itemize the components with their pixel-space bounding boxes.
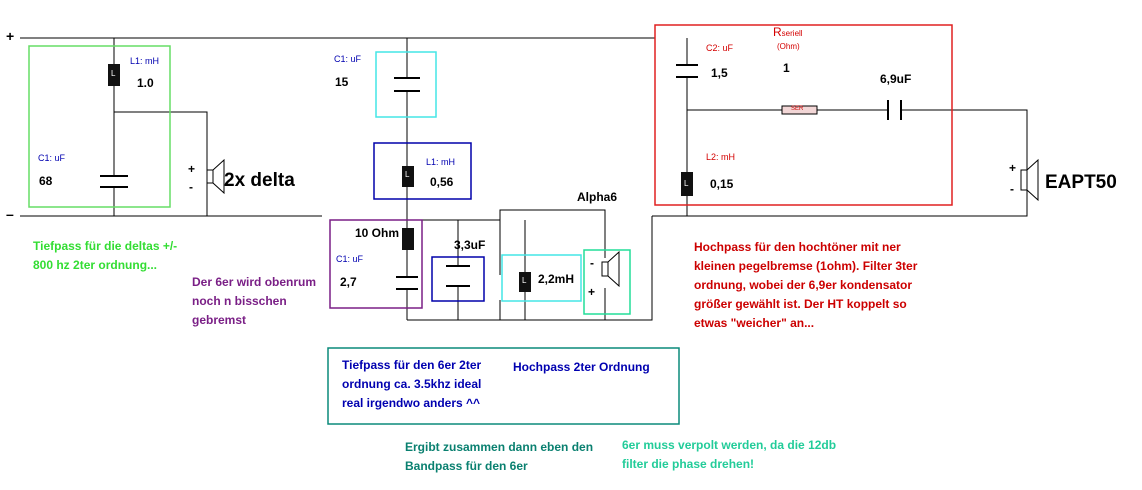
midrange-parallel-wire — [457, 220, 526, 320]
delta-speaker-icon — [206, 158, 225, 195]
midrange-inductor-label: L1: mH — [426, 157, 456, 167]
midrange-inductor-icon — [402, 166, 414, 187]
positive-terminal-label: + — [6, 28, 15, 44]
tweeter-section-box — [654, 24, 953, 206]
tweeter-inductor-symbol: L — [684, 179, 689, 188]
delta-speaker-plus: + — [188, 162, 196, 176]
midrange-brake-note: Der 6er wird obenrum noch n bisschen geb… — [192, 275, 317, 327]
tweeter-series-capacitor-label: 6,9uF — [880, 72, 912, 86]
tweeter-capacitor-label: C2: uF — [706, 43, 734, 53]
bandpass-note: Ergibt zusammen dann eben den Bandpass f… — [405, 440, 594, 473]
lowpass-section-box — [28, 45, 171, 208]
delta-speaker-minus: - — [189, 180, 193, 194]
lowpass-inductor-value: 1.0 — [137, 76, 154, 90]
tweeter-inductor-label: L2: mH — [706, 152, 736, 162]
alpha6-speaker-minus: - — [590, 256, 594, 270]
lowpass-capacitor-value: 68 — [39, 174, 53, 188]
midrange-highpass-note: Hochpass 2ter Ordnung — [513, 360, 650, 374]
midrange-parallel-capacitor-label: 3,3uF — [454, 238, 486, 252]
midrange-parallel-inductor-box — [501, 254, 582, 302]
alpha6-speaker-icon — [601, 250, 620, 288]
midrange-capacitor-icon — [394, 77, 420, 92]
tweeter-resistor-prefix: R — [773, 25, 782, 39]
eapt50-speaker-minus: - — [1010, 182, 1014, 196]
tweeter-resistor-icon — [781, 105, 818, 115]
eapt50-speaker-label: EAPT50 — [1045, 172, 1117, 193]
alpha6-speaker-label: Alpha6 — [577, 190, 618, 204]
midrange-parallel-capacitor-icon — [446, 265, 470, 287]
notes-box — [327, 347, 680, 425]
eapt50-speaker-icon — [1020, 158, 1039, 202]
midrange-resistor-label: 10 Ohm — [355, 226, 400, 240]
lowpass-capacitor-label: C1: uF — [38, 153, 66, 163]
tweeter-resistor-suffix: seriell — [781, 29, 803, 38]
lowpass-inductor-symbol: L — [111, 69, 116, 78]
midrange-parallel-inductor-symbol: L — [522, 276, 527, 285]
midrange-inductor-symbol: L — [405, 170, 410, 179]
midrange-capacitor-value: 15 — [335, 75, 349, 89]
midrange-inductor-box — [373, 142, 472, 200]
lowpass-inductor-wire — [113, 38, 208, 216]
lowpass-inductor-label: L1: mH — [130, 56, 160, 66]
midrange-speaker-box — [583, 249, 631, 315]
midrange-parallel-inductor-icon — [519, 272, 531, 292]
midrange-ground-wire — [407, 216, 653, 321]
delta-speaker-label: 2x delta — [224, 170, 295, 191]
tweeter-resistor-unit: (Ohm) — [777, 42, 800, 51]
midrange-inductor-value: 0,56 — [430, 175, 454, 189]
eapt50-speaker-plus: + — [1009, 161, 1017, 175]
lowpass-capacitor-icon — [100, 175, 128, 188]
midrange-resistor-box — [329, 219, 423, 309]
midrange-parallel-cap-box — [431, 256, 485, 302]
tweeter-inductor-icon — [681, 172, 693, 196]
midrange-output-wire — [407, 209, 606, 321]
alpha6-speaker-plus: + — [588, 285, 596, 299]
midrange-capacitor-label: C1: uF — [334, 54, 362, 64]
midrange-cap-box — [375, 51, 437, 118]
tweeter-resistor-value: 1 — [783, 61, 790, 75]
tweeter-resistor-symbol: SER — [791, 106, 804, 112]
polarity-note: 6er muss verpolt werden, da die 12db fil… — [622, 438, 837, 471]
midrange-resistor-icon — [402, 228, 414, 250]
tweeter-capacitor-value: 1,5 — [711, 66, 728, 80]
tweeter-capacitor-icon — [676, 64, 698, 78]
tweeter-resistor-header: Rseriell — [773, 25, 803, 39]
lowpass-inductor-icon — [108, 64, 120, 86]
midrange-parallel-inductor-label: 2,2mH — [538, 272, 575, 286]
lowpass-note: Tiefpass für die deltas +/- 800 hz 2ter … — [33, 239, 178, 272]
negative-terminal-label: – — [6, 206, 14, 222]
tweeter-series-wire — [687, 109, 1028, 217]
midrange-shunt-capacitor-value: 2,7 — [340, 275, 357, 289]
tweeter-note: Hochpass für den hochtöner mit ner klein… — [694, 240, 918, 330]
midrange-shunt-capacitor-icon — [396, 276, 418, 290]
tweeter-inductor-value: 0,15 — [710, 177, 734, 191]
midrange-lowpass-note: Tiefpass für den 6er 2ter ordnung ca. 3.… — [342, 358, 482, 410]
tweeter-series-capacitor-icon — [887, 100, 902, 120]
midrange-shunt-capacitor-label: C1: uF — [336, 254, 364, 264]
